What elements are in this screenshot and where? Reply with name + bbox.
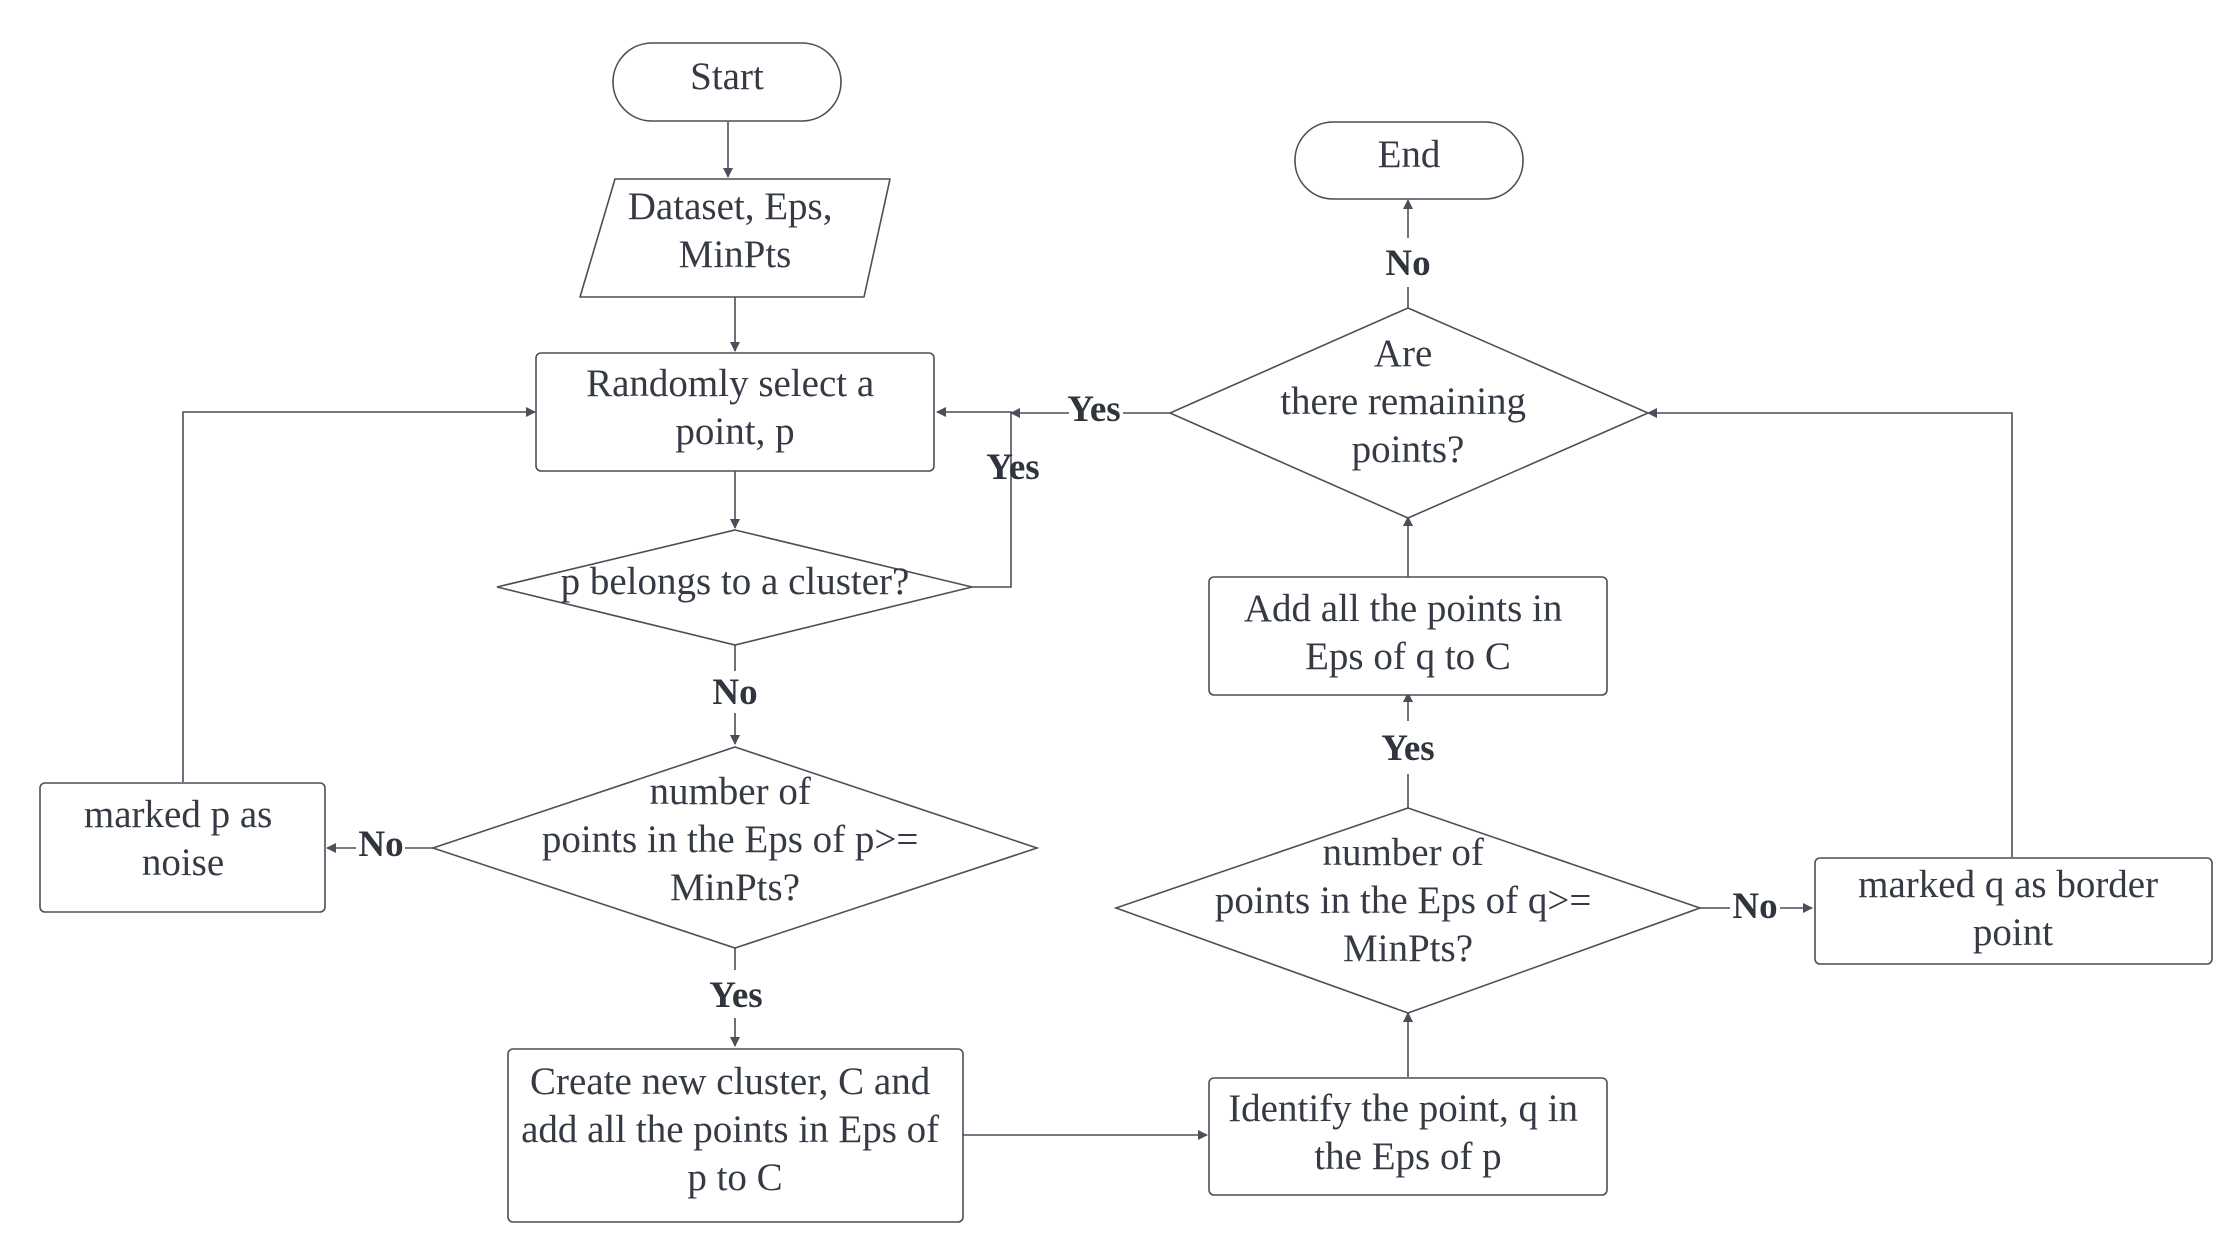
node-input-data: Dataset, Eps, MinPts xyxy=(579,178,891,298)
node-select-point-text: Randomly select a point, p xyxy=(586,362,884,453)
edges xyxy=(182,122,2013,1140)
node-remaining-decision: Are there remaining points? xyxy=(1168,307,1650,519)
label-minpts-p-no: No xyxy=(358,824,403,865)
node-end: End xyxy=(1294,121,1524,200)
node-create-cluster: Create new cluster, C and add all the po… xyxy=(507,1048,964,1223)
node-identify-point-text: Identify the point, q in the Eps of p xyxy=(1228,1087,1588,1178)
label-minpts-q-yes: Yes xyxy=(1381,728,1434,769)
node-border-point: marked q as border point xyxy=(1814,857,2213,965)
label-remaining-yes: Yes xyxy=(1067,389,1120,430)
node-start-text: Start xyxy=(690,55,764,98)
label-belongs-yes: Yes xyxy=(986,447,1039,488)
node-minpts-q-decision-text: number of points in the Eps of q>= MinPt… xyxy=(1215,831,1601,970)
node-border-point-text: marked q as border point xyxy=(1858,863,2168,954)
label-minpts-q-no: No xyxy=(1732,886,1777,927)
node-belongs-decision: p belongs to a cluster? xyxy=(496,529,973,646)
node-end-text: End xyxy=(1378,133,1441,176)
edge-belongs-yes-to-select xyxy=(936,407,1012,588)
node-add-points: Add all the points in Eps of q to C xyxy=(1208,576,1608,696)
label-minpts-p-yes: Yes xyxy=(709,975,762,1016)
node-identify-point: Identify the point, q in the Eps of p xyxy=(1208,1077,1608,1196)
node-noise: marked p as noise xyxy=(39,782,326,913)
edge-labels: Yes No No Yes Yes No Yes No xyxy=(358,243,1777,1016)
node-belongs-decision-text: p belongs to a cluster? xyxy=(561,560,910,603)
node-input-data-text: Dataset, Eps, MinPts xyxy=(628,185,842,276)
node-select-point: Randomly select a point, p xyxy=(535,352,935,472)
node-add-points-text: Add all the points in Eps of q to C xyxy=(1244,587,1572,678)
label-belongs-no: No xyxy=(712,672,757,713)
edge-noise-to-select xyxy=(182,407,536,782)
node-noise-text: marked p as noise xyxy=(84,793,282,884)
node-minpts-p-decision: number of points in the Eps of p>= MinPt… xyxy=(430,746,1040,949)
node-remaining-decision-text: Are there remaining points? xyxy=(1280,332,1536,471)
node-minpts-p-decision-text: number of points in the Eps of p>= MinPt… xyxy=(542,770,928,909)
label-remaining-no: No xyxy=(1385,243,1430,284)
edge-border-to-remaining xyxy=(1647,408,2013,857)
node-start: Start xyxy=(612,42,842,122)
node-minpts-q-decision: number of points in the Eps of q>= MinPt… xyxy=(1113,807,1703,1014)
node-create-cluster-text: Create new cluster, C and add all the po… xyxy=(521,1060,949,1199)
